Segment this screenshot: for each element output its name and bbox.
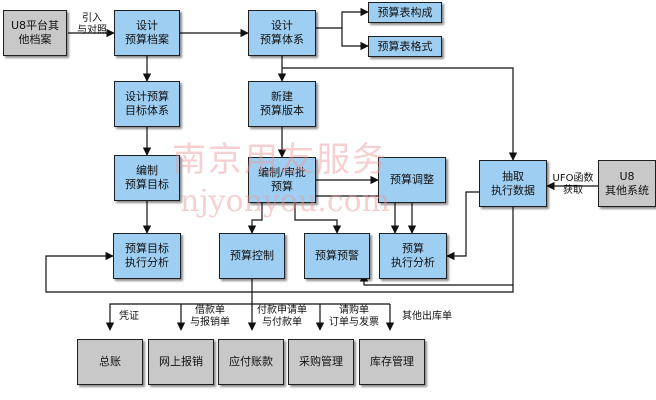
box-online-reimburse: 网上报销 bbox=[148, 339, 214, 385]
line-to-extract bbox=[282, 67, 518, 161]
box-budget-warning: 预算预警 bbox=[304, 233, 370, 279]
box-target-exec-analysis: 预算目标 执行分析 bbox=[113, 233, 181, 279]
label-loan-reimburse: 借款单 与报销单 bbox=[190, 305, 230, 328]
box-inventory: 库存管理 bbox=[359, 339, 425, 385]
label-ufo-fetch: UFO函数 获取 bbox=[552, 173, 594, 196]
box-budget-adjust: 预算调整 bbox=[378, 157, 446, 203]
arrow-extract-to-exec-analysis bbox=[446, 191, 479, 261]
box-design-archive: 设计 预算档案 bbox=[114, 10, 180, 56]
box-general-ledger: 总账 bbox=[77, 339, 143, 385]
label-purchase-order: 请购单 订单与发票 bbox=[329, 305, 379, 328]
box-new-version: 新建 预算版本 bbox=[248, 81, 316, 127]
label-import-compare: 引入 与对照 bbox=[77, 13, 107, 36]
arrow-system-to-format bbox=[341, 28, 369, 51]
box-extract-data: 抽取 执行数据 bbox=[479, 160, 547, 207]
box-budget-control: 预算控制 bbox=[219, 233, 285, 279]
box-u8-other-systems: U8 其他系统 bbox=[598, 160, 656, 207]
arrow-extract-to-target-analysis bbox=[45, 251, 514, 293]
arrow-review-to-control bbox=[247, 203, 263, 234]
box-budget-format: 预算表格式 bbox=[368, 36, 442, 57]
arrow-extract-to-warning bbox=[359, 207, 514, 286]
label-other-outbound: 其他出库单 bbox=[402, 311, 452, 322]
label-payment-request: 付款申请单 与付款单 bbox=[257, 305, 307, 328]
box-purchase: 采购管理 bbox=[288, 339, 354, 385]
arrow-review-to-warning bbox=[294, 203, 342, 234]
arrow-system-to-composition bbox=[316, 7, 369, 29]
box-u8-platform-archives: U8平台其 他档案 bbox=[3, 10, 67, 56]
box-compile-review: 编制/审批 预算 bbox=[248, 157, 316, 203]
box-payable: 应付账款 bbox=[218, 339, 284, 385]
box-design-target-system: 设计预算 目标体系 bbox=[114, 81, 180, 127]
box-budget-composition: 预算表构成 bbox=[368, 2, 442, 23]
box-design-system: 设计 预算体系 bbox=[248, 10, 316, 56]
label-voucher: 凭证 bbox=[119, 311, 139, 322]
box-budget-exec-analysis: 预算 执行分析 bbox=[379, 233, 447, 279]
box-compile-target: 编制 预算目标 bbox=[114, 155, 180, 201]
